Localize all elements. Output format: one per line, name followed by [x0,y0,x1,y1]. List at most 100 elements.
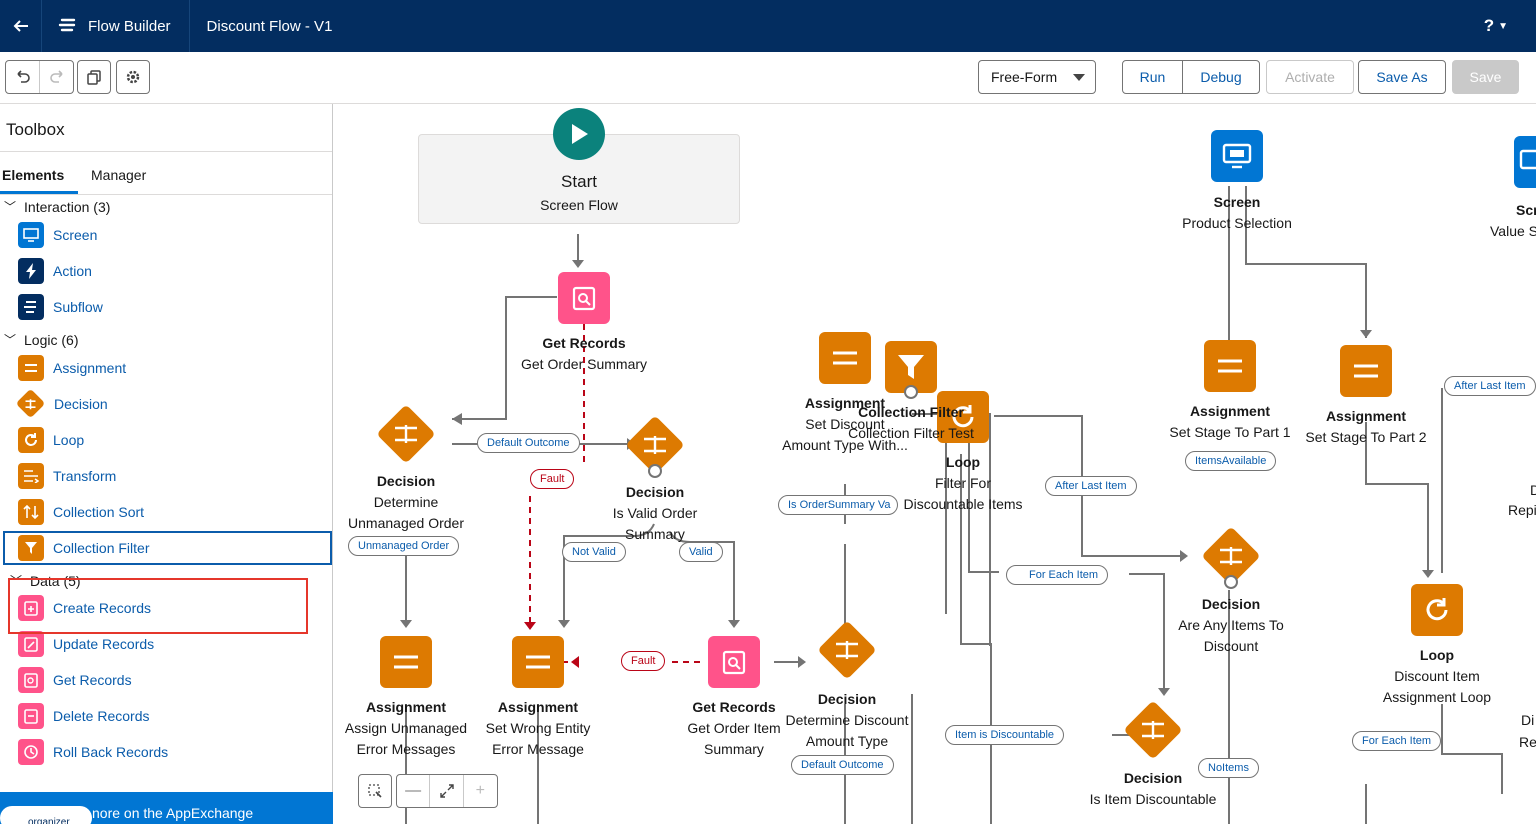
connector-endpoint[interactable] [1224,575,1238,589]
connector-label[interactable]: Default Outcome [477,433,580,453]
connector-label[interactable]: After Last Item [1444,376,1536,396]
select-elements-button[interactable] [358,774,392,808]
fit-view-icon [439,784,454,798]
get-records-icon [722,650,746,675]
debug-button[interactable]: Debug [1182,60,1260,94]
toolbox-item-delete-records[interactable]: Delete Records [18,703,150,729]
undo-redo-group [5,60,74,94]
start-icon [553,108,605,160]
connector-label[interactable]: Is OrderSummary Va [778,495,898,515]
toolbox-item-collection-sort[interactable]: Collection Sort [18,499,144,525]
set-wrong-entity-node[interactable] [512,636,564,688]
tab-elements[interactable]: Elements [2,167,65,183]
help-menu[interactable]: ?▼ [1484,16,1508,36]
organizer-badge[interactable]: organizer [0,806,92,824]
toolbox-item-subflow[interactable]: Subflow [18,294,103,320]
run-button[interactable]: Run [1122,60,1183,94]
connector-label[interactable]: For Each Item [1006,565,1109,585]
assign-unmanaged-node[interactable] [380,636,432,688]
connector-label[interactable]: Fault [530,469,575,489]
gear-icon [126,70,140,84]
connector-label[interactable]: For Each Item [1352,731,1442,751]
category-label: Interaction (3) [24,198,111,215]
edge-label: D [1530,482,1536,498]
get-order-item-summary-node[interactable] [708,636,760,688]
create-records-icon [18,595,44,621]
discount-item-loop[interactable] [1411,584,1463,636]
flow-icon [58,18,76,32]
connector-label[interactable]: NoItems [1198,758,1259,778]
toolbox-item-transform[interactable]: Transform [18,463,116,489]
toolbox-item-decision[interactable]: Decision [15,388,108,419]
connector-endpoint[interactable] [904,385,918,399]
layout-mode-select[interactable]: Free-Form [978,60,1096,94]
category-data[interactable]: ﹀Data (5) [10,572,81,589]
undo-icon [16,70,30,83]
save-button[interactable]: Save [1452,60,1519,94]
undo-button[interactable] [6,61,40,93]
category-logic[interactable]: ﹀Logic (6) [4,331,78,348]
filter-for-discountable-loop[interactable] [937,391,989,443]
item-label: Collection Sort [53,504,145,520]
toolbox-item-action[interactable]: Action [18,258,92,284]
fit-view-button[interactable] [430,775,464,807]
are-any-items-decision[interactable] [1201,526,1261,586]
redo-button[interactable] [40,61,73,93]
start-element[interactable]: Start Screen Flow [418,108,740,224]
connector-label[interactable]: Fault [621,651,666,671]
marquee-select-icon [359,775,391,807]
loop-icon [1426,598,1448,621]
product-selection-screen-node[interactable] [1211,130,1263,182]
appexchange-link[interactable]: nore on the AppExchange organizer [0,792,333,824]
settings-button[interactable] [116,60,150,94]
connector-label[interactable]: Valid [679,542,723,562]
connector-label[interactable]: Default Outcome [791,755,894,775]
update-records-icon [18,631,44,657]
is-item-discountable-decision[interactable] [1123,700,1183,760]
toolbox-item-get-records[interactable]: Get Records [18,667,132,693]
value-screen-node[interactable] [1514,136,1536,188]
back-button[interactable] [0,0,42,52]
category-interaction[interactable]: ﹀Interaction (3) [4,198,110,215]
toolbox-item-assignment[interactable]: Assignment [18,355,126,381]
divider [0,151,332,152]
toolbox-item-loop[interactable]: Loop [18,427,84,453]
determine-discount-decision[interactable] [817,620,877,680]
toolbox-item-collection-filter[interactable]: Collection Filter [18,535,149,561]
connector-label[interactable]: ItemsAvailable [1185,451,1277,471]
decision-icon [395,425,417,443]
get-records-icon [572,286,596,311]
set-discount-amount-node[interactable] [819,332,871,384]
toolbox-item-screen[interactable]: Screen [18,222,97,248]
toolbox-item-update-records[interactable]: Update Records [18,631,154,657]
tab-manager[interactable]: Manager [91,167,147,183]
determine-unmanaged-decision[interactable] [376,404,436,464]
connector-endpoint[interactable] [648,464,662,478]
zoom-out-button[interactable]: — [397,775,431,807]
set-stage-part2-node[interactable] [1340,345,1392,397]
connector-label[interactable]: Item is Discountable [945,725,1065,745]
connector-label[interactable]: After Last Item [1045,476,1137,496]
zoom-controls: — + [396,774,498,808]
transform-icon [18,463,44,489]
activate-button[interactable]: Activate [1266,60,1354,94]
is-valid-order-decision[interactable] [625,415,685,475]
collection-filter-node[interactable] [885,341,937,393]
copy-button[interactable] [77,60,111,94]
subflow-icon [18,294,44,320]
get-order-summary-node[interactable] [558,272,610,324]
toolbox-item-roll-back-records[interactable]: Roll Back Records [18,739,168,765]
connector-label[interactable]: Not Valid [562,542,626,562]
set-stage-part1-node[interactable] [1204,340,1256,392]
toolbox-item-create-records[interactable]: Create Records [18,595,151,621]
save-as-button[interactable]: Save As [1358,60,1446,94]
connector-label[interactable]: Unmanaged Order [348,536,460,556]
zoom-in-button[interactable]: + [475,782,486,799]
item-label: Update Records [53,636,155,652]
